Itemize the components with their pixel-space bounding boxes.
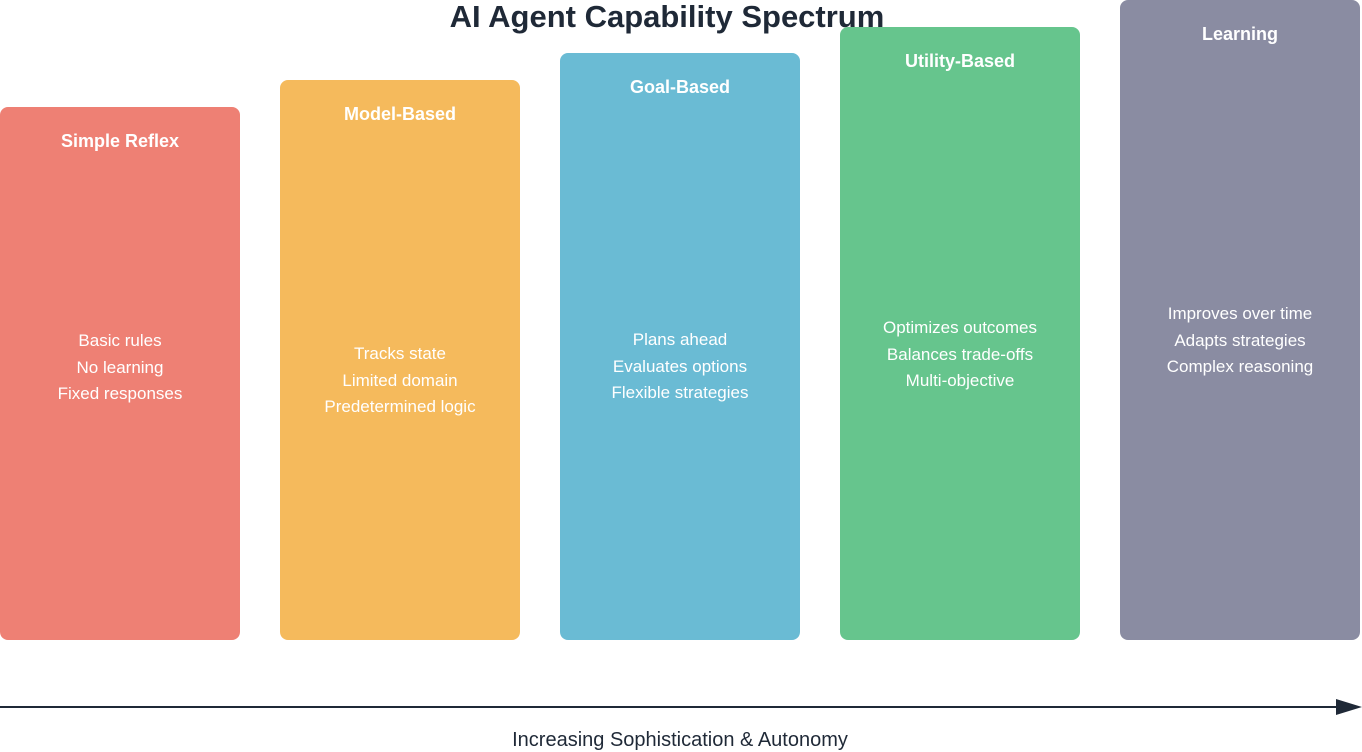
feature-line: Balances trade-offs <box>886 344 1034 364</box>
feature-line: Complex reasoning <box>1166 357 1314 377</box>
arrow-right-icon <box>0 699 1362 715</box>
feature-line: Tracks state <box>354 344 446 363</box>
card-title: Utility-Based <box>904 51 1016 71</box>
card-features: Improves over time Adapts strategies Com… <box>1120 301 1360 381</box>
card-features: Basic rules No learning Fixed responses <box>0 328 240 408</box>
card-simple-reflex: Simple Reflex Basic rules No learning Fi… <box>0 107 240 640</box>
feature-line: Plans ahead <box>632 330 728 349</box>
feature-line: Evaluates options <box>612 356 748 376</box>
card-utility-based: Utility-Based Optimizes outcomes Balance… <box>840 27 1080 640</box>
card-title: Model-Based <box>343 104 457 124</box>
feature-line: Predetermined logic <box>324 397 476 417</box>
diagram-title: AI Agent Capability Spectrum <box>449 0 885 34</box>
feature-line: Limited domain <box>342 370 458 390</box>
card-learning: Learning Improves over time Adapts strat… <box>1120 0 1360 640</box>
feature-line: Flexible strategies <box>611 383 749 403</box>
feature-line: Basic rules <box>78 331 162 350</box>
axis-label: Increasing Sophistication & Autonomy <box>512 729 848 751</box>
feature-line: Optimizes outcomes <box>883 318 1037 337</box>
card-features: Plans ahead Evaluates options Flexible s… <box>560 327 800 407</box>
axis-arrowhead <box>1336 699 1362 715</box>
feature-line: No learning <box>76 357 164 377</box>
feature-line: Fixed responses <box>57 384 183 404</box>
feature-line: Multi-objective <box>905 371 1015 391</box>
card-model-based: Model-Based Tracks state Limited domain … <box>280 80 520 640</box>
card-title: Learning <box>1201 24 1278 44</box>
feature-line: Improves over time <box>1167 304 1313 323</box>
card-title: Simple Reflex <box>60 131 180 151</box>
card-goal-based: Goal-Based Plans ahead Evaluates options… <box>560 53 800 640</box>
card-features: Tracks state Limited domain Predetermine… <box>280 341 520 421</box>
feature-line: Adapts strategies <box>1174 330 1306 350</box>
card-features: Optimizes outcomes Balances trade-offs M… <box>840 315 1080 395</box>
card-title: Goal-Based <box>629 77 731 97</box>
